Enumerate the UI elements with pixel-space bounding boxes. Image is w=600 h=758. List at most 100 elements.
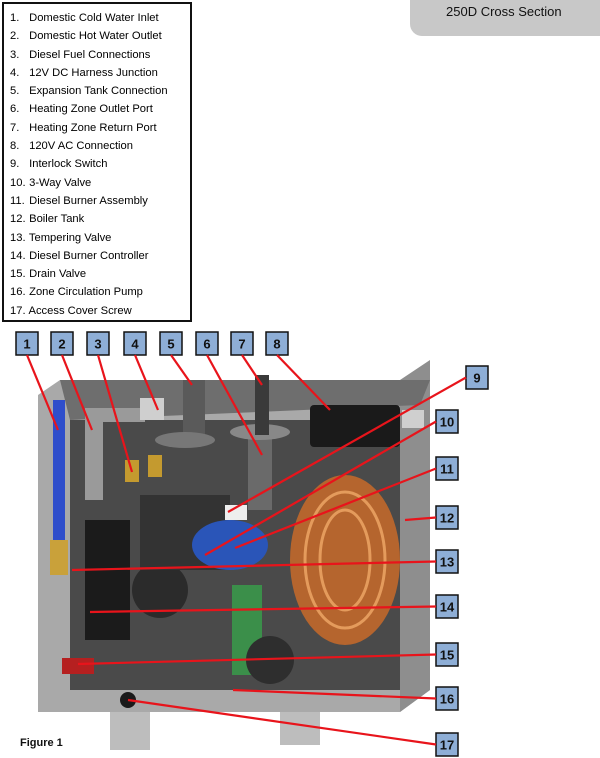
callout-number: 8 <box>273 337 280 352</box>
legend-item-label: Tempering Valve <box>28 231 112 244</box>
base-foot <box>110 710 150 750</box>
legend-item-label: Domestic Cold Water Inlet <box>29 12 159 24</box>
callout-11: 11 <box>435 456 459 481</box>
legend-item: 9. Interlock Switch <box>10 155 190 173</box>
callout-number: 4 <box>131 337 139 352</box>
legend-item: 10. 3-Way Valve <box>10 174 190 192</box>
callout-number: 11 <box>440 462 454 477</box>
legend-item-label: Drain Valve <box>29 268 87 281</box>
legend-item-number: 17. <box>10 304 26 317</box>
legend-item-label: Heating Zone Outlet Port <box>29 103 153 116</box>
legend-item-label: 12V DC Harness Junction <box>29 66 158 79</box>
leader-line <box>89 605 437 614</box>
figure-label: Figure 1 <box>20 737 63 749</box>
expansion-tank-connection <box>183 380 205 440</box>
callout-5: 5 <box>159 331 183 356</box>
legend-item-label: Diesel Fuel Connections <box>29 48 151 61</box>
burner-blower <box>132 562 188 618</box>
leader-line <box>60 354 94 431</box>
legend-item-label: Diesel Burner Controller <box>29 249 149 262</box>
callout-15: 15 <box>435 642 459 667</box>
legend-item-number: 6. <box>10 103 20 116</box>
legend-item-label: Boiler Tank <box>29 213 85 226</box>
legend-item-number: 12. <box>10 213 26 226</box>
callout-number: 6 <box>203 337 210 352</box>
legend-item-label: Expansion Tank Connection <box>29 85 168 98</box>
side-panel <box>400 360 430 712</box>
callout-number: 7 <box>238 337 245 352</box>
three-way-valve <box>192 520 268 570</box>
callout-number: 5 <box>167 337 174 352</box>
legend-item: 14. Diesel Burner Controller <box>10 247 190 265</box>
leader-line <box>404 516 437 522</box>
callout-9: 9 <box>465 365 489 390</box>
callout-1: 1 <box>15 331 39 356</box>
callout-number: 17 <box>440 738 454 753</box>
callout-6: 6 <box>195 331 219 356</box>
leader-line <box>96 354 134 473</box>
legend-item-label: Domestic Hot Water Outlet <box>29 30 162 43</box>
legend-item-number: 5. <box>10 85 20 98</box>
callout-3: 3 <box>86 331 110 356</box>
callout-2: 2 <box>50 331 74 356</box>
legend-item-label: 3-Way Valve <box>29 176 92 189</box>
leader-line <box>170 354 193 386</box>
leader-line <box>204 420 437 556</box>
legend-item: 13. Tempering Valve <box>10 229 190 247</box>
callout-16: 16 <box>435 686 459 711</box>
zone-outlet-port <box>248 430 272 510</box>
interlock-switch <box>225 505 247 520</box>
leader-lines <box>25 354 467 746</box>
callout-number: 15 <box>440 648 454 663</box>
ac-connection-box <box>310 405 400 447</box>
legend-item-label: 120V AC Connection <box>29 140 133 153</box>
legend-item-number: 9. <box>10 158 20 171</box>
boiler-coil <box>290 475 400 645</box>
callout-number: 14 <box>440 600 455 615</box>
legend-item: 6. Heating Zone Outlet Port <box>10 100 190 118</box>
legend-item: 8. 120V AC Connection <box>10 137 190 155</box>
legend-item: 1. Domestic Cold Water Inlet <box>10 9 190 27</box>
callout-8: 8 <box>265 331 289 356</box>
burner-controller <box>85 520 130 640</box>
unit-illustration <box>38 360 430 750</box>
callout-12: 12 <box>435 505 459 530</box>
leader-line <box>232 688 437 700</box>
callout-7: 7 <box>230 331 254 356</box>
legend-item: 12. Boiler Tank <box>10 210 190 228</box>
legend-item: 11. Diesel Burner Assembly <box>10 192 190 210</box>
cold-inlet-pipe <box>53 400 65 540</box>
legend-item-label: Diesel Burner Assembly <box>29 194 148 207</box>
legend-item-label: Heating Zone Return Port <box>29 121 157 134</box>
zone-return-port <box>255 375 269 435</box>
legend-item: 4. 12V DC Harness Junction <box>10 64 190 82</box>
legend-item-number: 1. <box>10 12 20 24</box>
legend-item-label: Zone Circulation Pump <box>29 286 143 299</box>
leader-line <box>234 467 437 550</box>
leader-line <box>127 698 437 746</box>
legend-item-number: 14. <box>10 249 26 262</box>
callout-13: 13 <box>435 549 459 574</box>
callout-17: 17 <box>435 732 459 757</box>
access-cover-screw <box>120 692 136 708</box>
header-title: 250D Cross Section <box>446 4 562 19</box>
leader-line <box>227 376 467 513</box>
header-tab: 250D Cross Section <box>410 0 600 36</box>
tempering-valve <box>50 540 68 575</box>
harness-junction <box>140 398 164 420</box>
leader-line <box>133 354 160 411</box>
legend-item: 16. Zone Circulation Pump <box>10 283 190 301</box>
legend-item: 7. Heating Zone Return Port <box>10 119 190 137</box>
callout-number: 3 <box>94 337 101 352</box>
leader-line <box>206 354 263 456</box>
callout-14: 14 <box>435 594 459 619</box>
callout-4: 4 <box>123 331 147 356</box>
legend-item-number: 15. <box>10 268 26 281</box>
legend-item-number: 10. <box>10 176 26 189</box>
legend-item-label: Interlock Switch <box>29 158 108 171</box>
leader-line <box>71 560 437 572</box>
callout-number: 1 <box>23 337 30 352</box>
callout-number: 13 <box>440 555 454 570</box>
legend-item-label: Access Cover Screw <box>28 304 132 317</box>
